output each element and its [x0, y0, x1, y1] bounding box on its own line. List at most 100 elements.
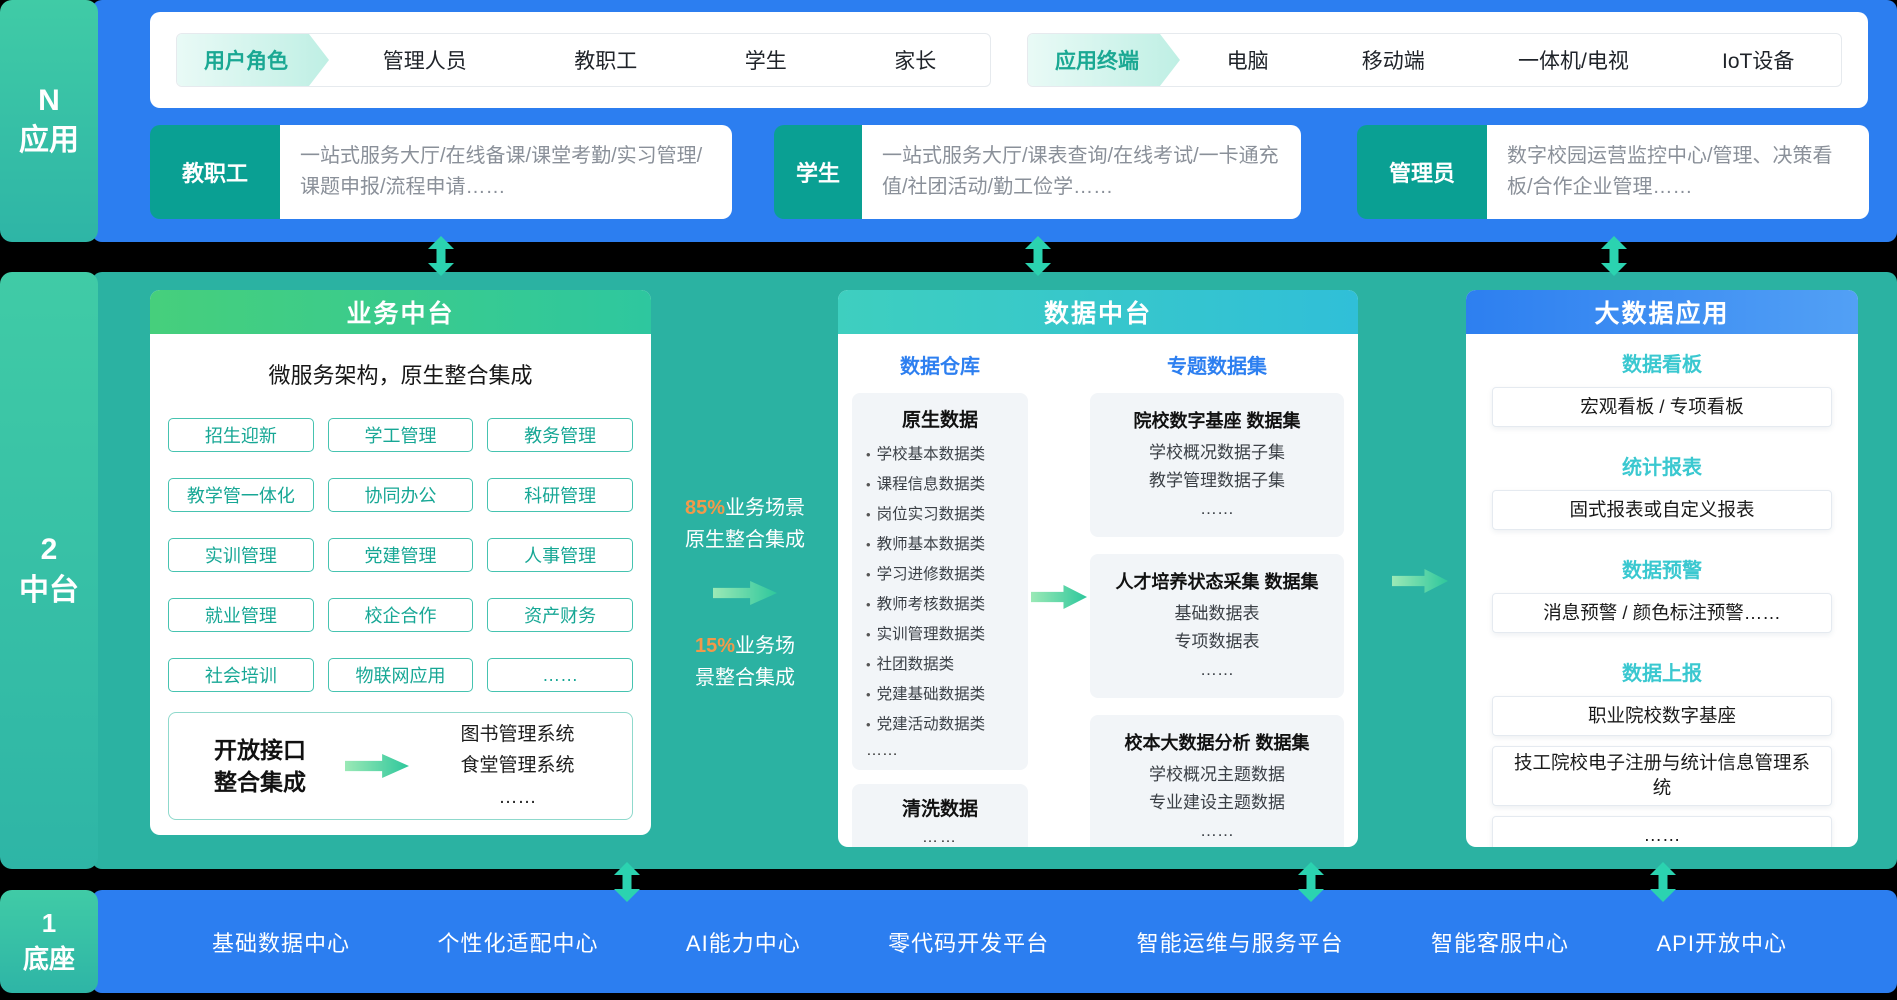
base-item-ai-center: AI能力中心	[685, 930, 801, 956]
school-bigdata-dataset-title: 校本大数据分析 数据集	[1124, 733, 1310, 754]
base-item-data-center: 基础数据中心	[212, 930, 351, 956]
business-platform-panel: 业务中台 微服务架构，原生整合集成 招生迎新 学工管理 教务管理 教学管一体化 …	[150, 290, 651, 835]
clean-data-ellipsis: ……	[922, 829, 958, 846]
module-hr: 人事管理	[487, 538, 633, 572]
user-role-admin-staff: 管理人员	[382, 50, 467, 73]
module-student-affairs: 学工管理	[327, 418, 474, 452]
native-data-item: 岗位实习数据类	[860, 500, 1020, 530]
admin-card-label: 管理员	[1357, 125, 1487, 219]
bullet-icon	[866, 470, 871, 500]
business-platform-body: 微服务架构，原生整合集成 招生迎新 学工管理 教务管理 教学管一体化 协同办公 …	[150, 334, 651, 834]
dataset-line: 专项数据表	[1174, 632, 1260, 652]
student-card-label: 学生	[774, 125, 862, 219]
native-data-item: 党建活动数据类	[860, 710, 1020, 740]
module-training: 实训管理	[168, 538, 314, 572]
other-integration-line2: 景整合集成	[695, 667, 795, 689]
other-integration-line1: 业务场	[735, 635, 796, 657]
dashboard-section-label: 数据看板	[1622, 354, 1702, 376]
topic-datasets-column: 专题数据集 院校数字基座 数据集 学校概况数据子集 教学管理数据子集 …… 人才…	[1090, 342, 1344, 847]
faculty-services-card: 教职工 一站式服务大厅/在线备课/课堂考勤/实习管理/课题申报/流程申请……	[150, 125, 732, 219]
reporting-item-ellipsis: ……	[1492, 815, 1832, 847]
other-integration-note: 15%业务场 景整合集成	[695, 630, 795, 694]
user-role-parent: 家长	[894, 50, 937, 73]
right-arrow-icon	[1031, 585, 1087, 609]
dashboard-item: 宏观看板 / 专项看板	[1492, 387, 1832, 427]
sidebar-base-layer: 1 底座	[0, 890, 98, 993]
reports-section-label: 统计报表	[1622, 457, 1702, 479]
business-platform-title: 业务中台	[150, 290, 651, 334]
topic-datasets-label: 专题数据集	[1167, 356, 1267, 378]
clean-data-box: 清洗数据 ……	[852, 784, 1028, 847]
native-data-item: 教师基本数据类	[860, 530, 1020, 560]
faculty-card-desc: 一站式服务大厅/在线备课/课堂考勤/实习管理/课题申报/流程申请……	[280, 125, 732, 219]
open-interface-box: 开放接口 整合集成 图书管理系统 食堂管理系统 ……	[168, 712, 633, 820]
dataset-line: 学校概况主题数据	[1149, 765, 1285, 785]
open-interface-label: 开放接口 整合集成	[185, 734, 335, 798]
native-data-title: 原生数据	[901, 410, 978, 431]
terminals-items: 电脑 移动端 一体机/电视 IoT设备	[1180, 45, 1841, 75]
terminal-kiosk-tv: 一体机/电视	[1518, 50, 1629, 73]
native-data-item: 学校基本数据类	[860, 440, 1020, 470]
base-item-nocode-platform: 零代码开发平台	[888, 930, 1050, 956]
talent-status-dataset-title: 人才培养状态采集 数据集	[1115, 572, 1319, 593]
double-arrow-icon	[1650, 862, 1676, 902]
bullet-icon	[866, 680, 871, 710]
native-integration-line2: 原生整合集成	[685, 529, 805, 551]
terminals-group: 应用终端 电脑 移动端 一体机/电视 IoT设备	[1027, 33, 1842, 87]
native-data-item: 社团数据类	[860, 650, 1020, 680]
bullet-icon	[866, 500, 871, 530]
reporting-item-registration-system: 技工院校电子注册与统计信息管理系统	[1492, 746, 1832, 806]
roles-terminals-card: 用户角色 管理人员 教职工 学生 家长 应用终端 电脑 移动端 一体机/电视 I…	[150, 12, 1868, 108]
native-integration-note: 85%业务场景 原生整合集成	[685, 492, 805, 556]
module-party-building: 党建管理	[327, 538, 474, 572]
base-layer-band: 基础数据中心 个性化适配中心 AI能力中心 零代码开发平台 智能运维与服务平台 …	[92, 890, 1897, 993]
dataset-line: ……	[1200, 660, 1234, 680]
integration-connector: 85%业务场景 原生整合集成 15%业务场 景整合集成	[655, 492, 835, 694]
sidebar-middle-layer-number: 2	[40, 533, 58, 566]
student-card-desc: 一站式服务大厅/课表查询/在线考试/一卡通充值/社团活动/勤工俭学……	[862, 125, 1301, 219]
native-data-item: 实训管理数据类	[860, 620, 1020, 650]
target-library-system: 图书管理系统	[460, 723, 575, 745]
student-services-card: 学生 一站式服务大厅/课表查询/在线考试/一卡通充值/社团活动/勤工俭学……	[774, 125, 1301, 219]
dataset-line: 基础数据表	[1174, 604, 1260, 624]
bullet-icon	[866, 530, 871, 560]
double-arrow-icon	[614, 862, 640, 902]
terminal-mobile: 移动端	[1361, 50, 1425, 73]
native-data-box: 原生数据 学校基本数据类 课程信息数据类 岗位实习数据类 教师基本数据类 学习进…	[852, 393, 1028, 770]
user-roles-ribbon: 用户角色	[177, 34, 329, 86]
module-school-enterprise: 校企合作	[327, 598, 474, 632]
admin-services-card: 管理员 数字校园运营监控中心/管理、决策看板/合作企业管理……	[1357, 125, 1869, 219]
terminal-iot: IoT设备	[1722, 50, 1795, 73]
dataset-line: 专业建设主题数据	[1149, 793, 1285, 813]
business-modules-grid: 招生迎新 学工管理 教务管理 教学管一体化 协同办公 科研管理 实训管理 党建管…	[168, 418, 633, 692]
module-ellipsis: ……	[487, 658, 633, 692]
bullet-icon	[866, 650, 871, 680]
terminals-ribbon: 应用终端	[1028, 34, 1180, 86]
sidebar-base-layer-text: 底座	[22, 943, 75, 974]
alerts-item: 消息预警 / 颜色标注预警……	[1492, 593, 1832, 633]
native-data-item: 课程信息数据类	[860, 470, 1020, 500]
data-platform-panel: 数据中台 数据仓库 原生数据 学校基本数据类 课程信息数据类 岗位实习数据类 教…	[838, 290, 1358, 847]
native-data-item: 学习进修数据类	[860, 560, 1020, 590]
dataset-line: ……	[1200, 821, 1234, 841]
module-enrollment: 招生迎新	[168, 418, 314, 452]
faculty-card-label: 教职工	[150, 125, 280, 219]
school-bigdata-dataset-box: 校本大数据分析 数据集 学校概况主题数据 专业建设主题数据 ……	[1090, 715, 1344, 847]
right-arrow-icon	[345, 754, 409, 778]
data-platform-title: 数据中台	[838, 290, 1358, 334]
native-integration-line1: 业务场景	[725, 497, 806, 519]
native-integration-pct: 85%	[684, 497, 726, 519]
double-arrow-icon	[1601, 236, 1627, 276]
bullet-icon	[866, 560, 871, 590]
data-warehouse-column: 数据仓库 原生数据 学校基本数据类 课程信息数据类 岗位实习数据类 教师基本数据…	[852, 342, 1028, 847]
module-collaboration: 协同办公	[327, 478, 474, 512]
other-integration-pct: 15%	[694, 635, 736, 657]
user-roles-items: 管理人员 教职工 学生 家长	[329, 45, 990, 75]
open-interface-targets: 图书管理系统 食堂管理系统 ……	[419, 719, 616, 813]
module-employment: 就业管理	[168, 598, 314, 632]
bigdata-apps-body: 数据看板 宏观看板 / 专项看板 统计报表 固式报表或自定义报表 数据预警 消息…	[1466, 334, 1858, 847]
reporting-item-vocational-base: 职业院校数字基座	[1492, 696, 1832, 736]
terminal-pc: 电脑	[1226, 50, 1269, 73]
digital-base-dataset-title: 院校数字基座 数据集	[1133, 411, 1301, 431]
